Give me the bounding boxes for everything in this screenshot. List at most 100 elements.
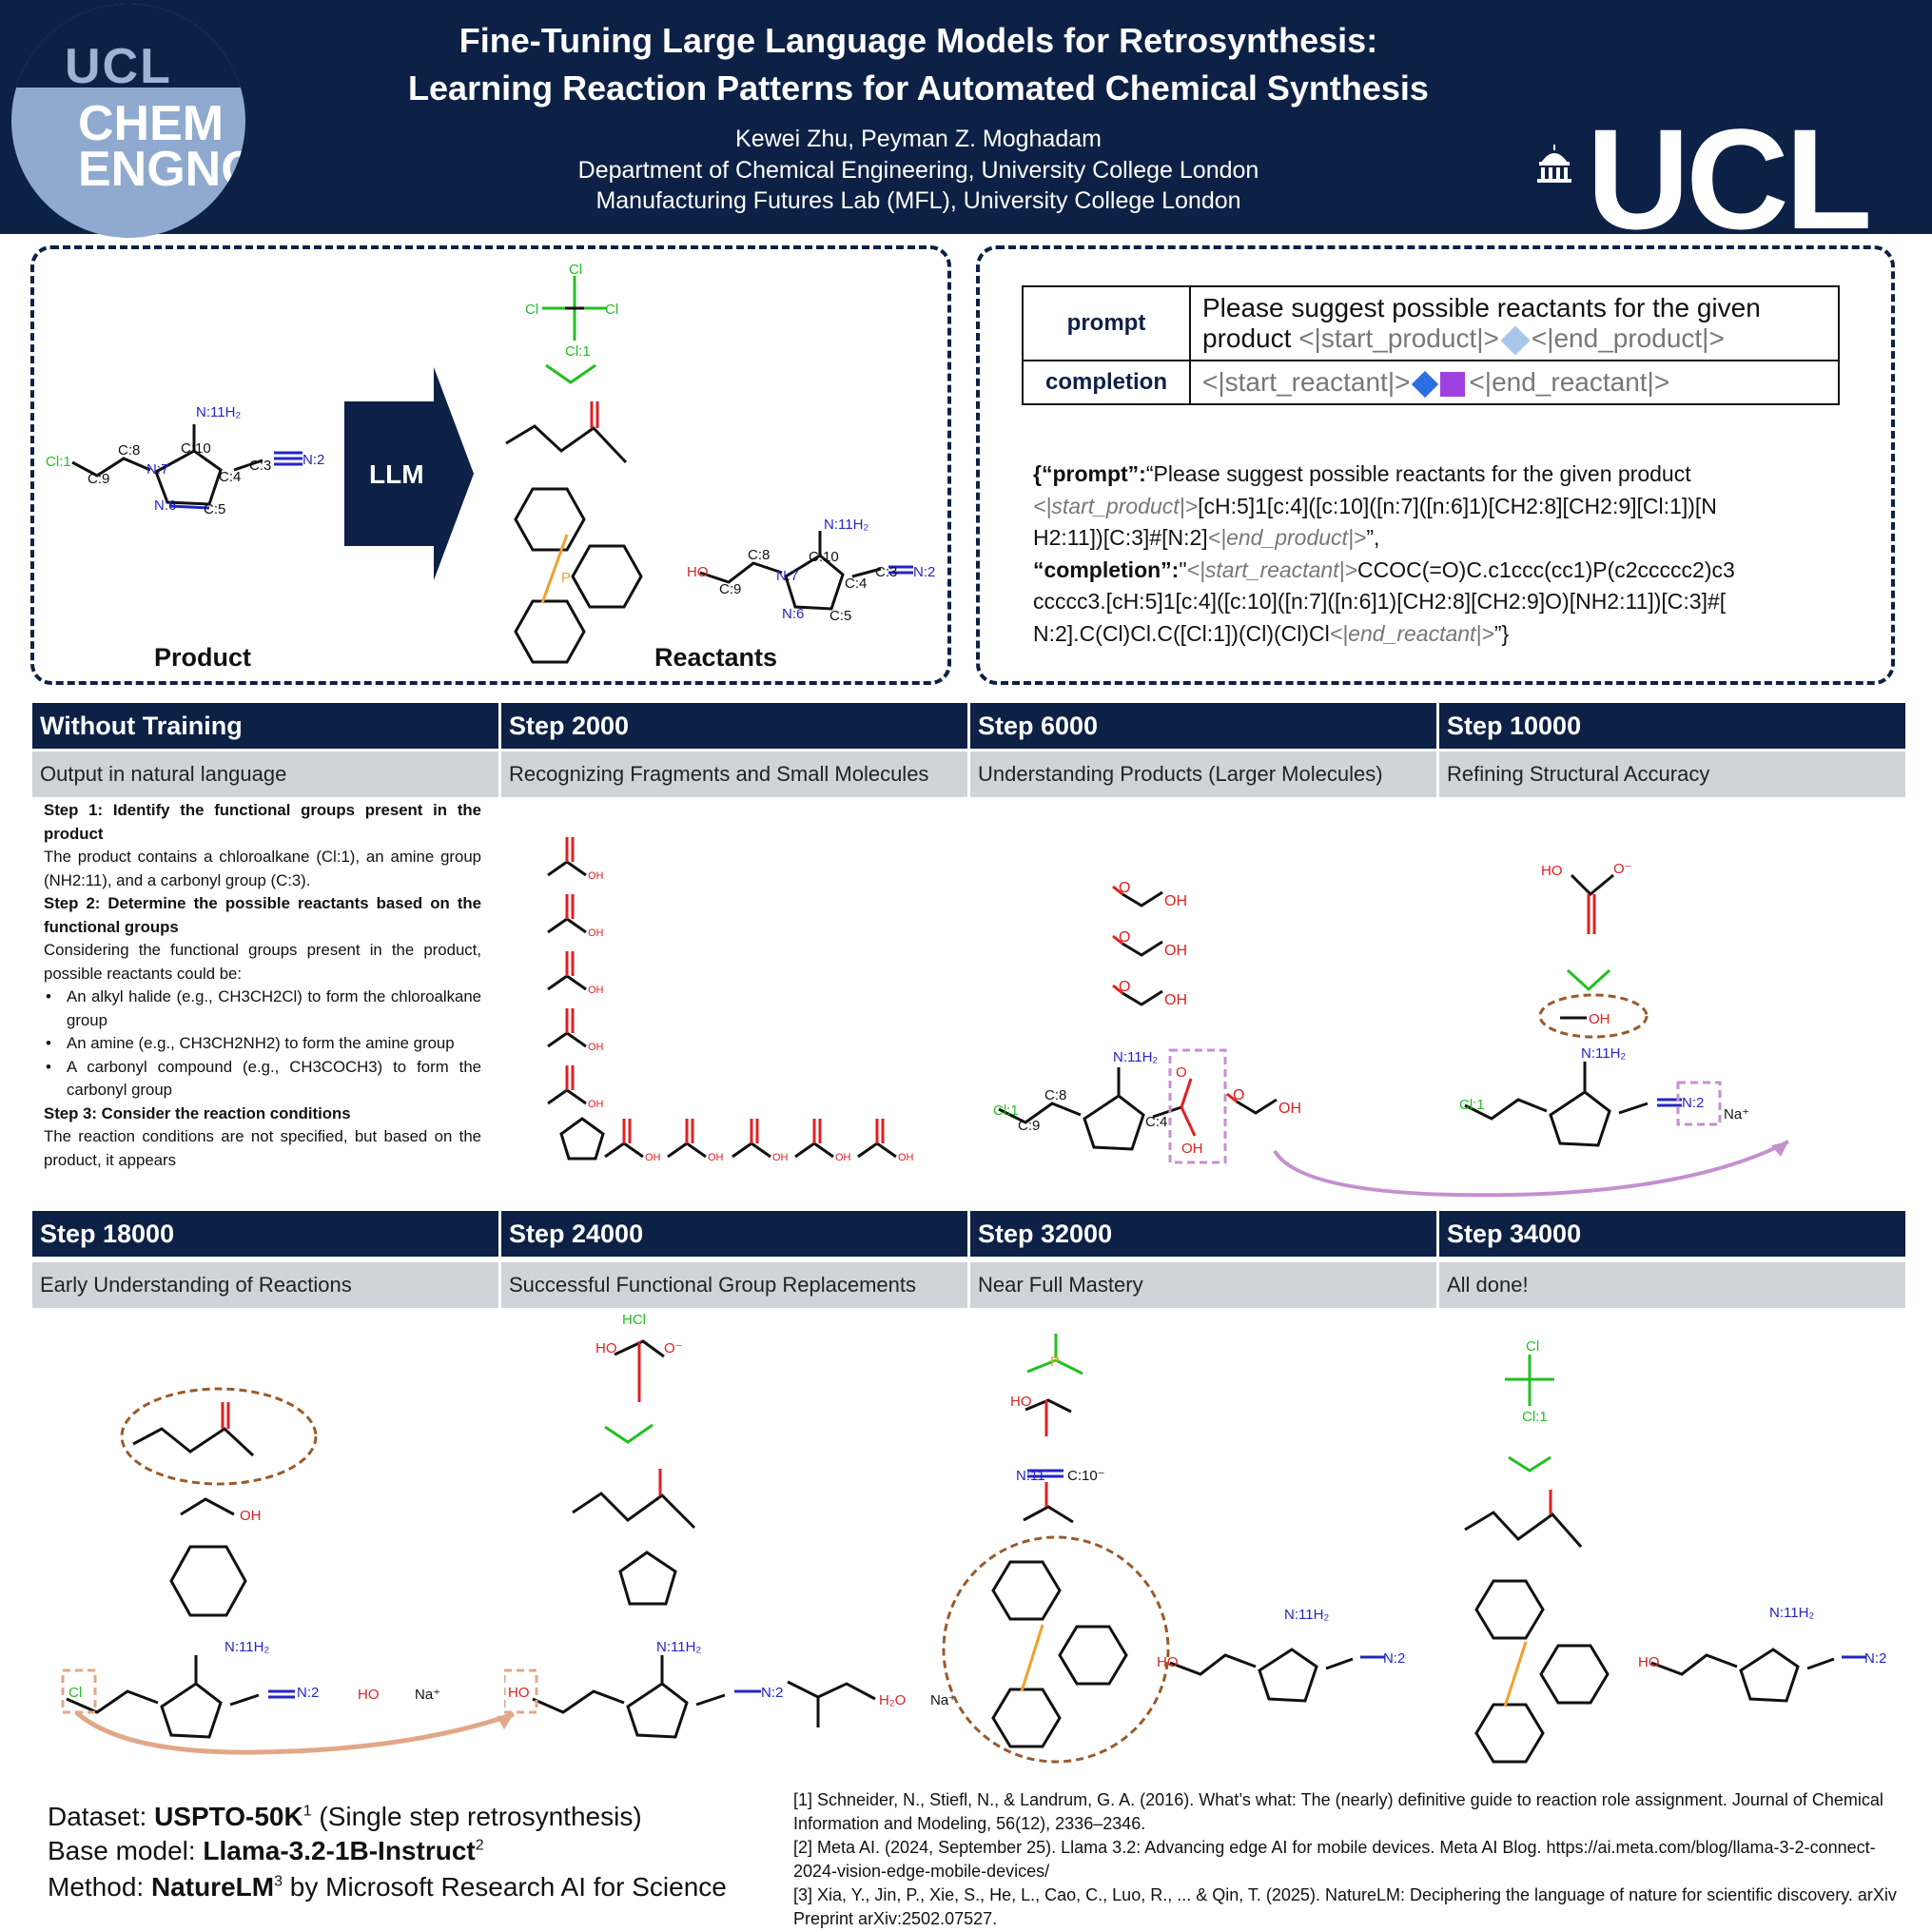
- svg-text:Na⁺: Na⁺: [930, 1692, 956, 1708]
- svg-text:C:5: C:5: [829, 608, 851, 624]
- svg-text:C:8: C:8: [748, 547, 770, 563]
- svg-text:N:2: N:2: [1682, 1095, 1704, 1111]
- overview-panel: [30, 245, 951, 685]
- stage-title-34000: Step 34000: [1439, 1211, 1905, 1257]
- svg-text:Cl: Cl: [68, 1685, 82, 1701]
- prompt-completion-table: prompt Please suggest possible reactants…: [1022, 285, 1840, 405]
- svg-text:N:11H₂: N:11H₂: [656, 1639, 701, 1655]
- svg-text:Na⁺: Na⁺: [415, 1687, 440, 1703]
- svg-text:N:11H₂: N:11H₂: [196, 404, 241, 420]
- svg-text:N:6: N:6: [782, 606, 804, 622]
- svg-text:Na⁺: Na⁺: [1724, 1106, 1749, 1122]
- svg-text:OH: OH: [1164, 893, 1187, 909]
- svg-text:C:9: C:9: [1018, 1118, 1040, 1134]
- svg-text:HO: HO: [508, 1685, 530, 1701]
- svg-text:Cl: Cl: [605, 302, 618, 318]
- svg-text:C:3: C:3: [249, 458, 271, 474]
- svg-text:Cl:1: Cl:1: [1522, 1409, 1548, 1425]
- transform-arrow-purple: [1273, 1140, 1789, 1198]
- authors: Kewei Zhu, Peyman Z. Moghadam: [735, 126, 1102, 152]
- reference-3: [3] Xia, Y., Jin, P., Xie, S., He, L., C…: [793, 1885, 1897, 1928]
- model-line: Base model: Llama-3.2-1B-Instruct2: [48, 1836, 484, 1865]
- svg-text:N:7: N:7: [776, 568, 798, 584]
- svg-text:Cl: Cl: [525, 302, 538, 318]
- step10000-molecules: HO O⁻ OH Cl:1 N:11H₂ N:2 Na⁺: [1459, 861, 1749, 1147]
- step24000-molecules: HCl HO O⁻ HO N:11H₂ N:2 H₂O Na⁺: [504, 1313, 956, 1739]
- stage-desc-18000: Early Understanding of Reactions: [32, 1262, 498, 1308]
- svg-text:C:10: C:10: [181, 440, 211, 457]
- stage-desc-untrained: Output in natural language: [32, 751, 498, 797]
- svg-text:C:9: C:9: [88, 471, 109, 487]
- svg-text:HO: HO: [1157, 1654, 1179, 1670]
- stage-desc-6000: Understanding Products (Larger Molecules…: [970, 751, 1436, 797]
- svg-text:P: P: [1050, 1354, 1060, 1370]
- svg-text:OH: OH: [240, 1508, 262, 1524]
- svg-text:C:10: C:10: [809, 549, 839, 565]
- svg-text:N:11H₂: N:11H₂: [824, 517, 868, 533]
- svg-text:C:10⁻: C:10⁻: [1067, 1468, 1105, 1484]
- svg-text:C:4: C:4: [1145, 1114, 1167, 1130]
- svg-text:N:11H₂: N:11H₂: [1113, 1049, 1158, 1065]
- llm-arrow-label: LLM: [369, 459, 424, 489]
- svg-text:N:2: N:2: [297, 1685, 319, 1701]
- svg-text:N:11H₂: N:11H₂: [1284, 1607, 1329, 1623]
- svg-text:H₂O: H₂O: [879, 1692, 906, 1708]
- llm-arrow-shape: [344, 367, 474, 580]
- svg-text:C:4: C:4: [845, 576, 867, 592]
- completion-key: completion: [1022, 360, 1191, 405]
- product-token-icon: [1500, 325, 1531, 356]
- completion-value: <|start_reactant|><|end_reactant|>: [1189, 360, 1840, 405]
- reference-2[interactable]: [2] Meta AI. (2024, September 25). Llama…: [793, 1838, 1876, 1881]
- prompt-row: prompt Please suggest possible reactants…: [1022, 285, 1840, 361]
- svg-text:HO: HO: [1541, 863, 1563, 879]
- stage-title-32000: Step 32000: [970, 1211, 1436, 1257]
- svg-text:HO: HO: [687, 564, 709, 580]
- logo-ucl-small: UCL: [65, 39, 172, 94]
- svg-text:O: O: [1119, 880, 1130, 896]
- svg-text:C:8: C:8: [1044, 1087, 1066, 1103]
- svg-text:HO: HO: [595, 1340, 617, 1356]
- svg-text:O⁻: O⁻: [664, 1340, 683, 1356]
- prompt-key: prompt: [1022, 285, 1191, 361]
- prompt-value: Please suggest possible reactants for th…: [1189, 285, 1840, 361]
- svg-text:N:11H₂: N:11H₂: [1769, 1605, 1814, 1621]
- svg-text:Cl:1: Cl:1: [565, 343, 591, 360]
- dataset-line: Dataset: USPTO-50K1 (Single step retrosy…: [48, 1802, 642, 1831]
- step6000-molecules: OH O Cl:1 C:8 C:9 N:11H₂ C:4 OH O: [993, 880, 1303, 1164]
- svg-text:HO: HO: [1638, 1654, 1660, 1670]
- affiliation-1: Department of Chemical Engineering, Univ…: [577, 157, 1259, 184]
- reactant-token-diamond-icon: [1412, 370, 1439, 398]
- svg-text:C:9: C:9: [719, 581, 741, 597]
- svg-text:N:2: N:2: [1864, 1650, 1886, 1667]
- svg-text:N:6: N:6: [154, 498, 176, 514]
- svg-text:OH: OH: [1589, 1011, 1610, 1027]
- svg-text:HO: HO: [358, 1687, 380, 1703]
- svg-text:O⁻: O⁻: [1613, 861, 1632, 877]
- svg-text:Cl:1: Cl:1: [993, 1103, 1019, 1119]
- stage-title-10000: Step 10000: [1439, 703, 1905, 749]
- stage-title-24000: Step 24000: [501, 1211, 967, 1257]
- reactant-token-square-icon: [1440, 371, 1466, 397]
- svg-text:OH: OH: [1181, 1141, 1203, 1157]
- step2000-molecules: OH: [546, 837, 916, 1165]
- stage-title-6000: Step 6000: [970, 703, 1436, 749]
- svg-text:N:2: N:2: [302, 452, 324, 468]
- reactants-label: Reactants: [654, 643, 778, 672]
- svg-text:N:2: N:2: [761, 1685, 783, 1701]
- svg-text:N:11H₂: N:11H₂: [1581, 1045, 1626, 1062]
- format-panel: [976, 245, 1895, 685]
- step18000-molecules: OH Cl N:11H₂ N:2 HO Na⁺: [61, 1387, 440, 1739]
- completion-row: completion <|start_reactant|><|end_react…: [1022, 360, 1840, 405]
- json-example: {“prompt”:“Please suggest possible react…: [1033, 461, 1735, 646]
- affiliation-2: Manufacturing Futures Lab (MFL), Univers…: [595, 187, 1241, 214]
- svg-text:OH: OH: [588, 870, 604, 882]
- step34000-molecules: Cl Cl:1 HO N:11H₂ N:2: [1464, 1338, 1886, 1764]
- svg-text:N:2: N:2: [1383, 1650, 1405, 1667]
- stage-desc-24000: Successful Functional Group Replacements: [501, 1262, 967, 1308]
- logo-chem: CHEM: [78, 96, 224, 151]
- product-molecule: Cl:1 C:9 C:8 N:7 N:6 C:5 C:4 C:10 N:11H₂…: [46, 404, 324, 517]
- stage-desc-10000: Refining Structural Accuracy: [1439, 751, 1905, 797]
- svg-text:Cl: Cl: [569, 262, 582, 278]
- overview-diagram: Cl:1 C:9 C:8 N:7 N:6 C:5 C:4 C:10 N:11H₂…: [46, 262, 935, 664]
- method-line: Method: NatureLM3 by Microsoft Research …: [48, 1872, 727, 1902]
